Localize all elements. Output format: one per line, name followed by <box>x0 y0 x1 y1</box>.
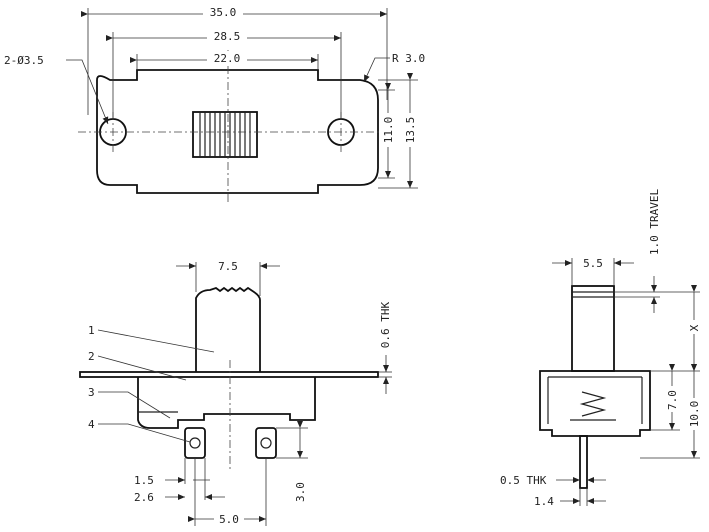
top-view: 35.0 28.5 22.0 2-Ø3.5 R 3.0 11.0 13.5 <box>4 5 425 205</box>
terminal-right <box>255 427 277 459</box>
dim-terminal-pitch: 5.0 <box>219 513 239 526</box>
callout-2: 2 <box>88 350 95 363</box>
side-view: 5.5 1.0 TRAVEL X 7.0 10.0 0.5 THK 1.4 <box>500 189 702 508</box>
side-body <box>539 370 651 437</box>
dim-overall-length: 35.0 <box>210 6 237 19</box>
dim-inner-height: 11.0 <box>382 117 395 144</box>
contact-spring <box>579 391 607 417</box>
dim-x: X <box>688 324 701 331</box>
dim-travel: 1.0 TRAVEL <box>648 189 661 256</box>
callout-1: 1 <box>88 324 95 337</box>
dim-mount-spacing: 28.5 <box>214 30 241 43</box>
callout-4: 4 <box>88 418 95 431</box>
dim-actuator-width: 7.5 <box>218 260 238 273</box>
dim-body-height: 7.0 <box>666 390 679 410</box>
dim-body-length: 22.0 <box>214 52 241 65</box>
front-mounting-plate <box>79 371 379 378</box>
dim-plate-thickness: 0.6 THK <box>379 301 392 348</box>
front-view: 7.5 0.6 THK 1 2 3 4 1.5 2.6 5.0 <box>79 260 392 526</box>
dim-hole-diameter: 2-Ø3.5 <box>4 54 44 67</box>
side-pin <box>579 435 588 489</box>
dim-terminal-width: 1.5 <box>134 474 154 487</box>
dim-outer-height: 13.5 <box>404 117 417 144</box>
terminal-left <box>184 427 206 459</box>
dim-terminal-span: 2.6 <box>134 491 154 504</box>
slider-ribs <box>199 112 251 157</box>
side-actuator <box>571 285 615 372</box>
mounting-plate <box>96 69 379 194</box>
dim-terminal-length: 3.0 <box>294 482 307 502</box>
dim-pin-width: 1.4 <box>534 495 554 508</box>
dim-total-height: 10.0 <box>688 401 701 428</box>
front-body <box>137 377 316 429</box>
dim-side-actuator-width: 5.5 <box>583 257 603 270</box>
front-actuator <box>195 286 261 372</box>
dim-pin-thickness: 0.5 THK <box>500 474 547 487</box>
callout-3: 3 <box>88 386 95 399</box>
dim-corner-radius: R 3.0 <box>392 52 425 65</box>
